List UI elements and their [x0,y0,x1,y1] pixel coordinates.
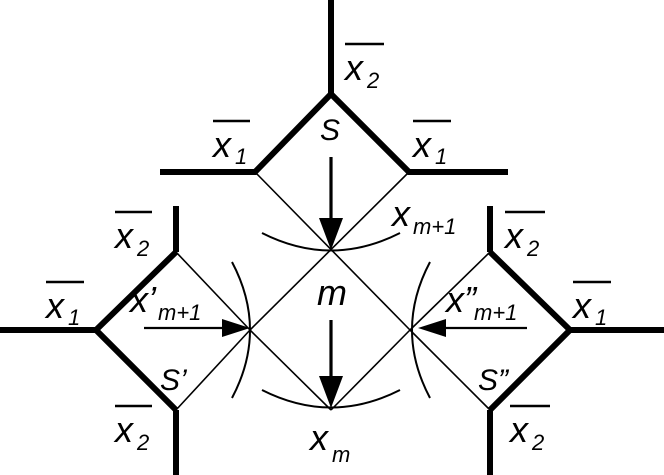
x1bar-left-sub: 1 [68,305,80,330]
arc-top [261,232,401,252]
label-s-prime: S’ [160,364,188,397]
label-x1bar-top-left: x 1 [211,119,250,169]
x-m-x: x [308,417,330,458]
label-x1bar-right: x 1 [571,280,611,330]
arc-right [411,261,431,399]
label-x-m: x m [308,417,350,467]
edge-f [175,329,251,411]
label-x2bar-top: x 2 [343,42,384,93]
label-x-m-plus-1-dprime: x” m+1 [444,279,517,325]
x-m1-dprime-sub: m+1 [474,300,517,325]
x1bar-right-x: x [571,285,593,326]
edge-h [409,329,491,411]
x2bar-left-top-sub: 2 [136,236,149,261]
x2bar-top-sub: 2 [366,68,379,93]
x1bar-top-left-x: x [211,124,233,165]
arrow-down-mid-head [319,376,343,408]
x-m1-x: x [390,193,412,234]
x1bar-left-x: x [44,285,66,326]
x2bar-right-top-sub: 2 [526,236,539,261]
x-m-sub: m [332,442,350,467]
label-m: m [317,272,347,313]
x1bar-right-sub: 1 [595,305,607,330]
arrows [144,157,527,408]
x2bar-right-bottom-x: x [508,409,530,450]
x-m1-dprime-x: x” [444,279,478,320]
edge-c [249,329,332,411]
label-x2bar-right-top: x 2 [503,210,545,261]
arrow-right-head [222,319,250,337]
thin-network [175,171,491,411]
x2bar-top-x: x [343,47,365,88]
edge-d [330,329,411,411]
arc-left [231,261,251,399]
label-x1bar-top-right: x 1 [411,119,451,169]
arrow-down-top-head [319,218,343,250]
label-s-dprime: S” [478,364,510,397]
x-m1-sub: m+1 [413,214,456,239]
x-m1-prime-sub: m+1 [158,300,201,325]
arrow-left-head [418,319,446,337]
label-x2bar-left-bottom: x 2 [113,404,152,455]
label-x2bar-right-bottom: x 2 [508,404,550,455]
x2bar-left-top-x: x [113,215,135,256]
edge-g [409,251,491,331]
x-m1-prime-x: x’ [128,279,157,320]
x1bar-top-right-x: x [411,124,433,165]
label-x-m-plus-1: x m+1 [390,193,456,239]
edge-e [175,251,251,331]
x1bar-top-right-sub: 1 [435,144,447,169]
label-x1bar-left: x 1 [44,280,84,330]
x2bar-right-top-x: x [503,215,525,256]
label-s: S [320,114,340,147]
x2bar-right-bottom-sub: 2 [531,430,544,455]
x2bar-left-bottom-x: x [113,409,135,450]
label-x-m-plus-1-prime: x’ m+1 [128,279,201,325]
x2bar-left-bottom-sub: 2 [136,430,149,455]
x1bar-top-left-sub: 1 [235,144,247,169]
label-x2bar-left-top: x 2 [113,210,152,261]
top-wedge [160,89,508,175]
